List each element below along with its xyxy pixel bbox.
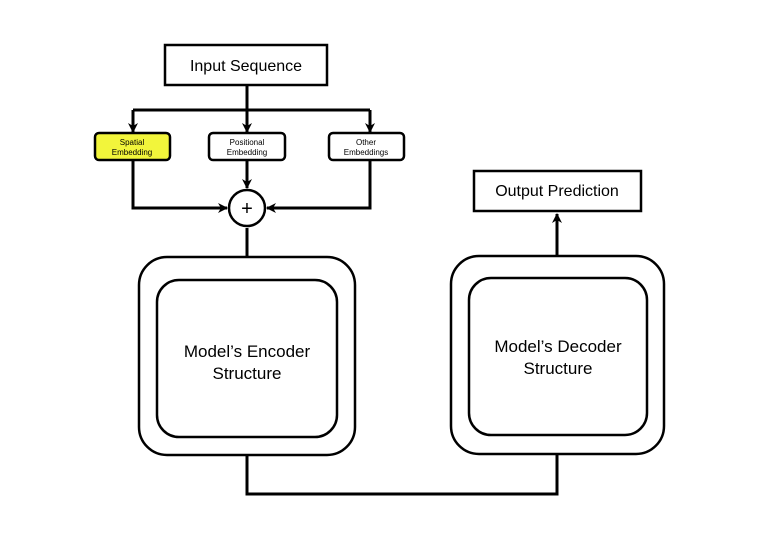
- decoder-label-line2: Structure: [524, 359, 593, 378]
- spatial-embedding-line1: Spatial: [120, 138, 145, 147]
- other-embeddings-line2: Embeddings: [344, 148, 388, 157]
- positional-embedding-box: [207, 131, 287, 162]
- spatial-embedding-box: [93, 131, 172, 162]
- decoder-node: Model’s Decoder Structure: [449, 254, 666, 456]
- input-sequence-label: Input Sequence: [190, 58, 302, 75]
- positional-embedding-line1: Positional: [230, 138, 265, 147]
- spatial-embedding-line2: Embedding: [112, 148, 152, 157]
- output-prediction-label: Output Prediction: [495, 183, 619, 200]
- positional-embedding-node: Positional Embedding: [207, 131, 287, 162]
- encoder-inner-box: [155, 278, 339, 439]
- other-embeddings-box: [327, 131, 406, 162]
- decoder-label-line1: Model’s Decoder: [494, 337, 622, 356]
- output-prediction-node: Output Prediction: [472, 169, 643, 213]
- other-embeddings-node: Other Embeddings: [327, 131, 406, 162]
- plus-icon: +: [241, 198, 253, 220]
- encoder-label-line1: Model’s Encoder: [184, 342, 311, 361]
- other-embeddings-line1: Other: [356, 138, 376, 147]
- decoder-inner-box: [467, 276, 649, 437]
- sum-node: +: [227, 188, 267, 228]
- positional-embedding-line2: Embedding: [227, 148, 267, 157]
- sum-circle: [227, 188, 267, 228]
- spatial-embedding-node: Spatial Embedding: [93, 131, 172, 162]
- arrow-encoder-to-decoder: [245, 433, 562, 496]
- input-sequence-node: Input Sequence: [163, 43, 329, 87]
- arrow-spatial-to-sum: [131, 161, 228, 213]
- encoder-label-line2: Structure: [213, 364, 282, 383]
- encoder-node: Model’s Encoder Structure: [137, 255, 357, 457]
- arrow-other-to-sum: [266, 161, 372, 213]
